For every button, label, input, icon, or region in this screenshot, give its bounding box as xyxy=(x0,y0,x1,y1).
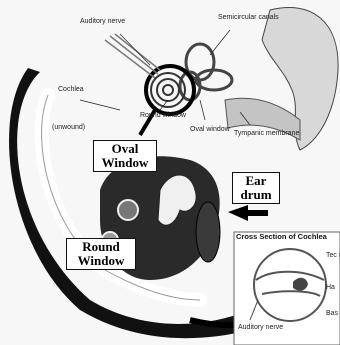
auditory-nerve-strands xyxy=(105,34,160,78)
tympanic-membrane-label: Tympanic membrane xyxy=(234,130,299,138)
eardrum-arrow xyxy=(228,205,268,221)
unwound-label: (unwound) xyxy=(52,124,85,132)
inset-label-mid: Ha xyxy=(326,284,335,292)
cochlea-spiral xyxy=(151,73,185,107)
cochlea-label: Cochlea xyxy=(58,86,84,94)
inset-auditory-nerve-label: Auditory nerve xyxy=(238,324,283,332)
inset-label-bot: Bas mer xyxy=(326,310,340,318)
ear-drum-callout: Ear drum xyxy=(232,172,280,204)
oval-window-callout: Oval Window xyxy=(93,140,157,172)
eardrum-shape xyxy=(196,202,220,262)
round-window-callout: Round Window xyxy=(66,238,136,270)
leader-lines xyxy=(80,30,250,125)
oval-window-marker xyxy=(118,200,138,220)
inset-label-top: Tec mer xyxy=(326,252,340,260)
auditory-nerve-label: Auditory nerve xyxy=(80,18,125,26)
inset-title: Cross Section of Cochlea xyxy=(236,232,327,241)
semicircular-canals-label: Semicircular canals xyxy=(218,14,279,22)
oval-window-small-label: Oval window xyxy=(190,126,230,134)
round-window-small-label: Round window xyxy=(140,112,186,120)
